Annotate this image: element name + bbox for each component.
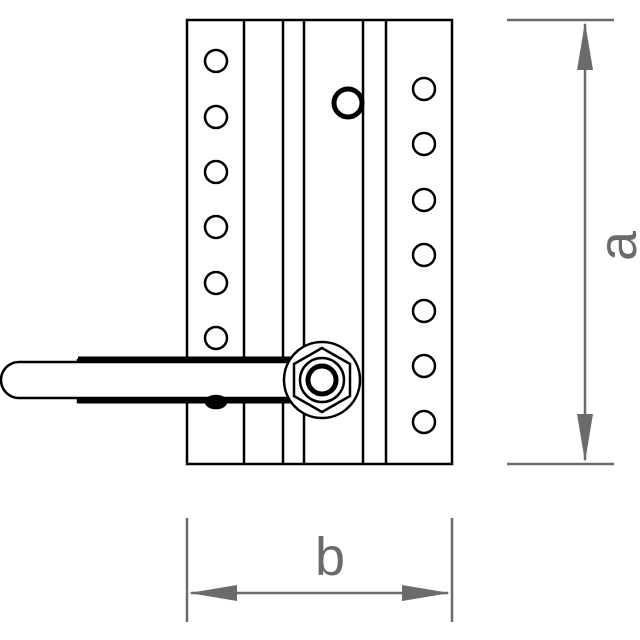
dimension-b [185,518,454,622]
bolt-thread [305,363,339,397]
mounting-hole [411,131,437,157]
bolt-assembly [282,340,362,420]
arrow-up-icon [577,22,593,70]
mounting-hole [203,159,229,185]
mounting-hole [203,214,229,240]
lever-arm [0,360,314,400]
mounting-hole [411,242,437,268]
mounting-hole [203,104,229,130]
mounting-hole [203,325,229,351]
dimension-a [507,18,614,466]
right-hole-row [411,76,437,435]
plate-outline [185,18,454,466]
arrow-down-icon [577,414,593,462]
mounting-hole [411,76,437,102]
clamp-lever [0,356,314,410]
left-hole-row [203,48,229,351]
arrow-left-icon [189,585,237,601]
mounting-hole [203,48,229,74]
center-hole [331,86,365,120]
dimension-label-a: a [588,230,640,261]
arrow-right-icon [402,585,450,601]
mounting-hole [411,187,437,213]
mounting-hole [411,298,437,324]
hidden-hole-edge [204,394,228,410]
mounting-hole [411,409,437,435]
mounting-hole [411,353,437,379]
dimension-label-b: b [315,527,345,587]
mounting-hole [203,270,229,296]
